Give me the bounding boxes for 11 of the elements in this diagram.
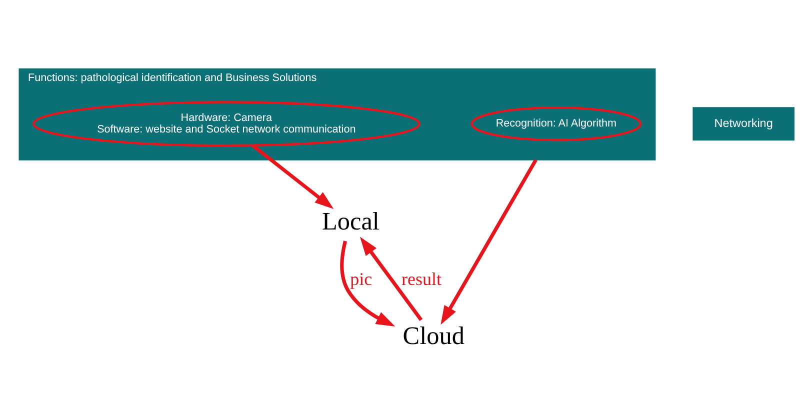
arrow [252,144,334,209]
node-ellipse: Hardware: Camera Software: website and Socket network communication [32,100,420,146]
node-box: Networking [692,106,794,140]
node-text: Cloud [402,322,464,350]
arrow [340,240,396,326]
arrow [440,158,538,324]
edge-label: result [401,268,442,289]
node-text: Local [322,208,380,236]
node-ellipse: Recognition: AI Algorithm [470,106,642,141]
edge-label: pic [350,268,372,289]
arrow [360,236,423,321]
